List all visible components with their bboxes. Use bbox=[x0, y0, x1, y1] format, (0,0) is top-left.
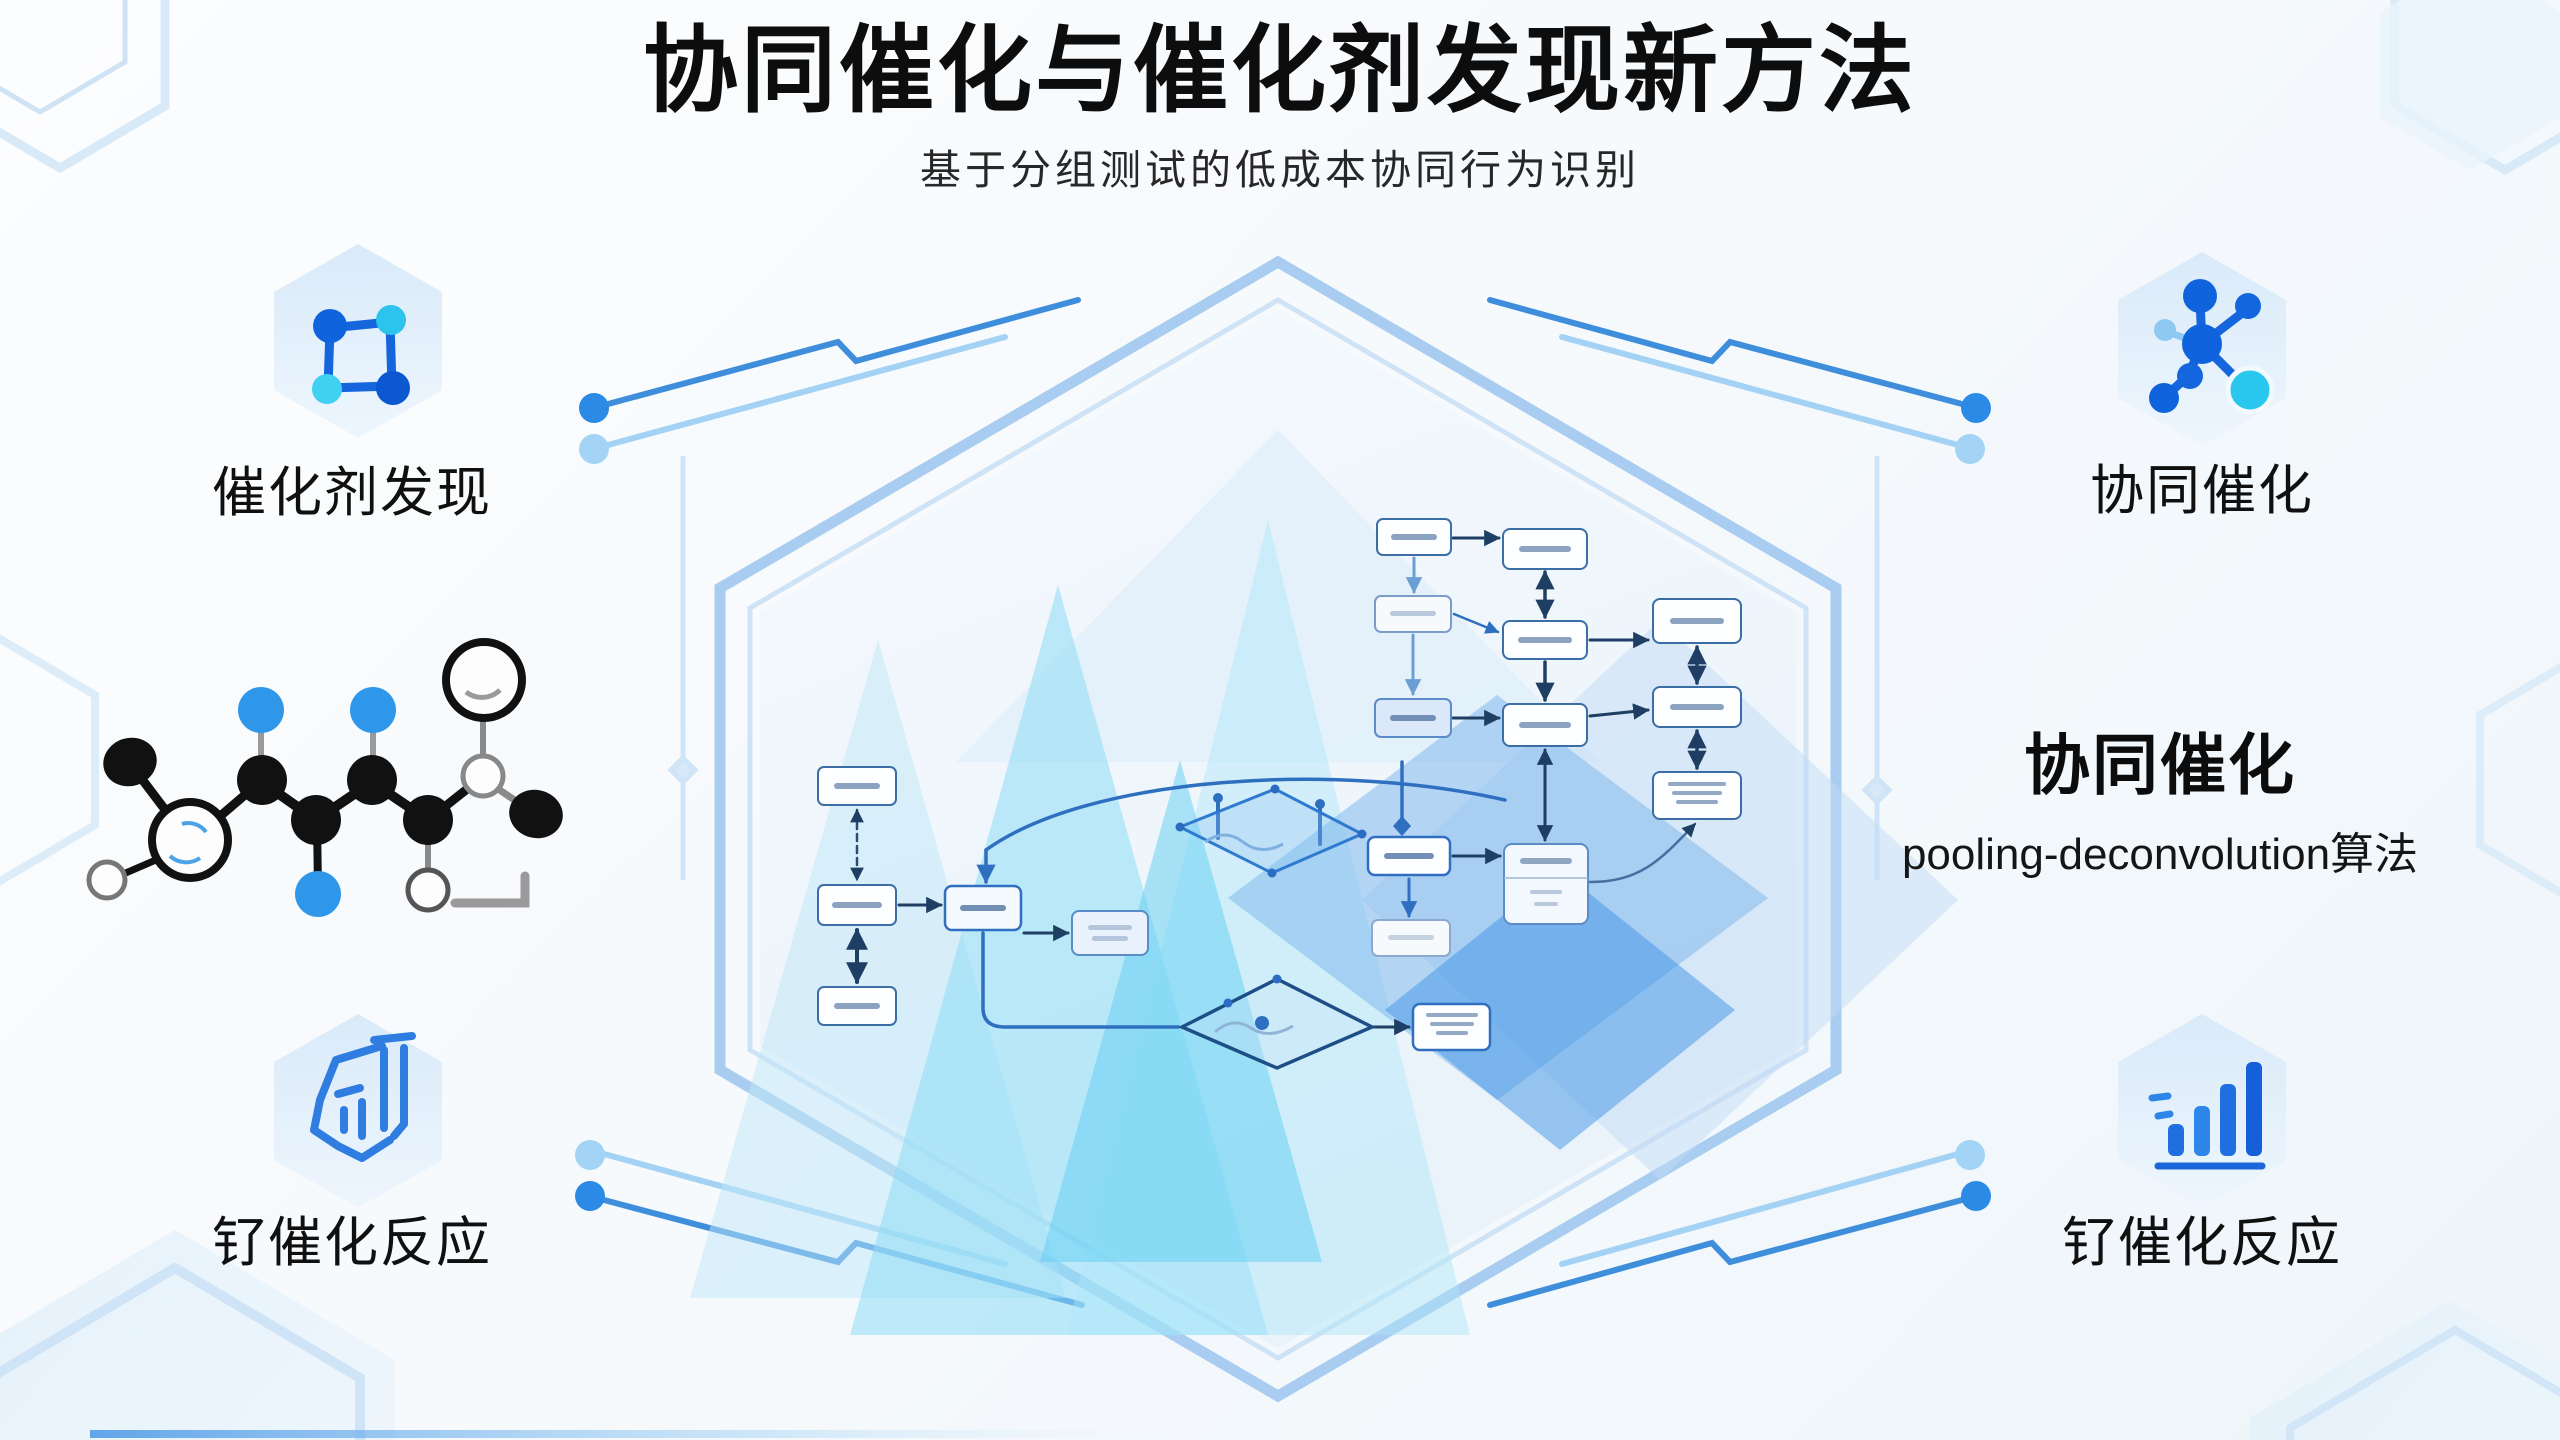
flow-boxes bbox=[817, 518, 1742, 1052]
page-subtitle: 基于分组测试的低成本协同行为识别 bbox=[920, 146, 1640, 193]
label-synergistic-catalysis: 协同催化 bbox=[2090, 461, 2314, 521]
decor-dot-light bbox=[579, 434, 609, 464]
network-molecule-icon bbox=[2118, 252, 2286, 446]
feature-subheading: pooling-deconvolution算法 bbox=[1901, 830, 2419, 879]
decision-diamond bbox=[1177, 974, 1377, 1070]
label-ru-reaction-right: 钌催化反应 bbox=[2062, 1213, 2342, 1273]
label-ru-reaction-left: 钌催化反应 bbox=[212, 1213, 492, 1273]
header: 协同催化与催化剂发现新方法 基于分组测试的低成本协同行为识别 bbox=[0, 18, 2560, 196]
decor-dot-dark bbox=[579, 393, 609, 423]
bar-chart-icon bbox=[2118, 1014, 2286, 1208]
molecule-atoms bbox=[86, 638, 563, 917]
side-guides bbox=[667, 456, 1893, 880]
feature-heading: 协同催化 bbox=[2024, 728, 2296, 802]
isometric-panel bbox=[1175, 784, 1367, 878]
bottom-accent-strip bbox=[90, 1430, 1170, 1438]
ball-and-stick-molecule bbox=[86, 638, 563, 917]
feature-block: 协同催化 pooling-deconvolution算法 bbox=[1880, 712, 2440, 882]
label-catalyst-discovery: 催化剂发现 bbox=[212, 463, 492, 523]
square-molecule-icon bbox=[274, 244, 442, 438]
flowchart bbox=[817, 518, 1742, 1070]
hex-reaction-chart-icon bbox=[274, 1014, 442, 1208]
translucent-panels bbox=[690, 430, 1958, 1335]
page-title: 协同催化与催化剂发现新方法 bbox=[642, 18, 1917, 124]
